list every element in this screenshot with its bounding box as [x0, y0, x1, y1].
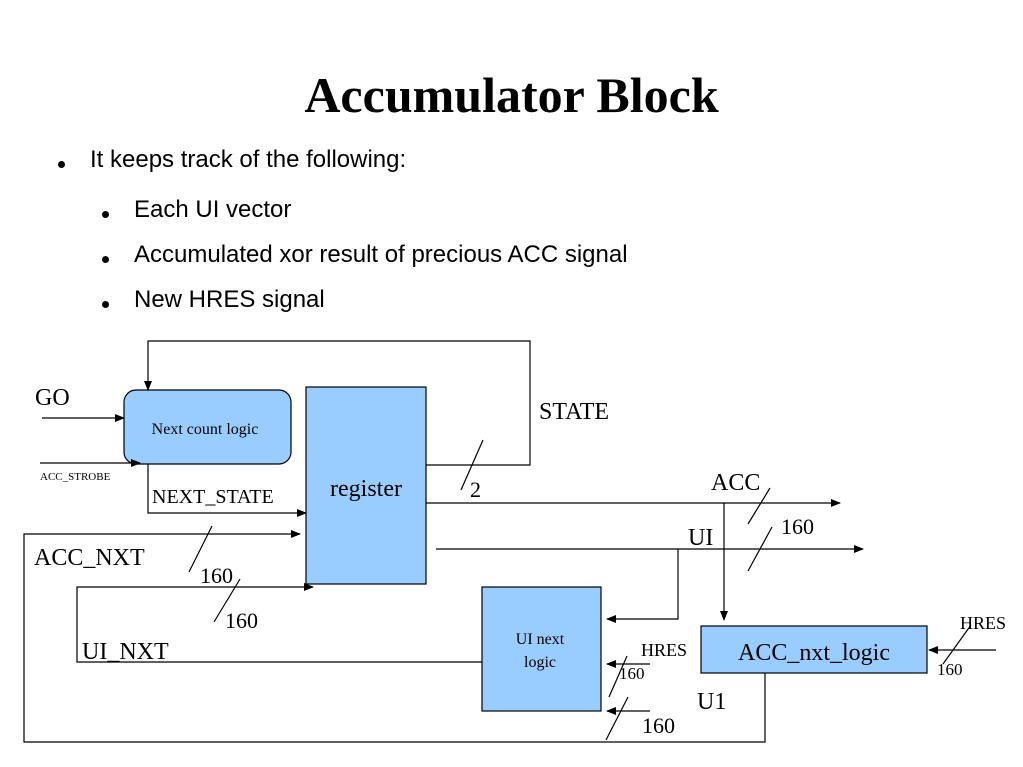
u1-bus-slash [605, 696, 629, 741]
hres-right-width-label: 160 [937, 660, 963, 679]
bullet-dot [102, 211, 109, 218]
hres-left-bus-slash [608, 655, 628, 698]
state-feedback-wire [144, 340, 531, 466]
hres-left-label: HRES [641, 640, 687, 660]
ui-label: UI [688, 525, 713, 551]
acc-nxt-logic-label: ACC_nxt_logic [738, 640, 890, 666]
ui-nxt-feedback-wire [76, 583, 482, 663]
acc-width-label: 160 [781, 514, 814, 539]
state-width-label: 2 [470, 477, 481, 502]
acc-strobe-label: ACC_STROBE [40, 471, 111, 483]
bullet-sub-3: New HRES signal [134, 286, 325, 313]
acc-nxt-width-label: 160 [200, 563, 233, 588]
ui-nxt-width-label: 160 [225, 608, 258, 633]
acc-nxt-logic-block [700, 625, 928, 674]
hres-left-width-label: 160 [619, 664, 645, 683]
u1-width-label: 160 [642, 713, 675, 738]
go-label: GO [35, 385, 70, 411]
next-state-label: NEXT_STATE [152, 486, 274, 508]
next-count-logic-block [123, 389, 292, 465]
acc-nxt-label: ACC_NXT [34, 545, 145, 571]
ui-next-logic-block [481, 586, 602, 712]
register-block [305, 386, 427, 585]
next-state-wire [147, 464, 307, 517]
ui-next-label-line2: logic [524, 654, 556, 671]
ui-next-label-line1: UI next [516, 631, 565, 648]
state-label: STATE [539, 399, 609, 425]
state-bus-slash [460, 439, 484, 491]
bullet-sub-1: Each UI vector [134, 196, 292, 223]
acc-nxt-feedback-wire [23, 530, 766, 743]
bullet-dot [102, 301, 109, 308]
ui-bus-slash [747, 526, 773, 572]
bullet-main: It keeps track of the following: [90, 146, 407, 173]
acc-nxt-bus-slash [188, 525, 213, 573]
bullet-sub-2: Accumulated xor result of precious ACC s… [134, 241, 628, 268]
ui-nxt-bus-slash [213, 578, 241, 623]
bullet-dot [102, 256, 109, 263]
next-count-logic-label: Next count logic [152, 421, 259, 438]
register-label: register [330, 476, 402, 502]
bullet-dot [58, 161, 65, 168]
u1-label: U1 [697, 689, 726, 715]
hres-right-bus-slash [942, 624, 972, 665]
ui-to-ui-next-wire [606, 549, 679, 623]
ui-nxt-label: UI_NXT [82, 639, 169, 665]
acc-label: ACC [711, 470, 760, 496]
acc-bus-slash [747, 487, 771, 525]
hres-right-label: HRES [960, 613, 1006, 633]
slide-title: Accumulator Block [304, 67, 719, 123]
